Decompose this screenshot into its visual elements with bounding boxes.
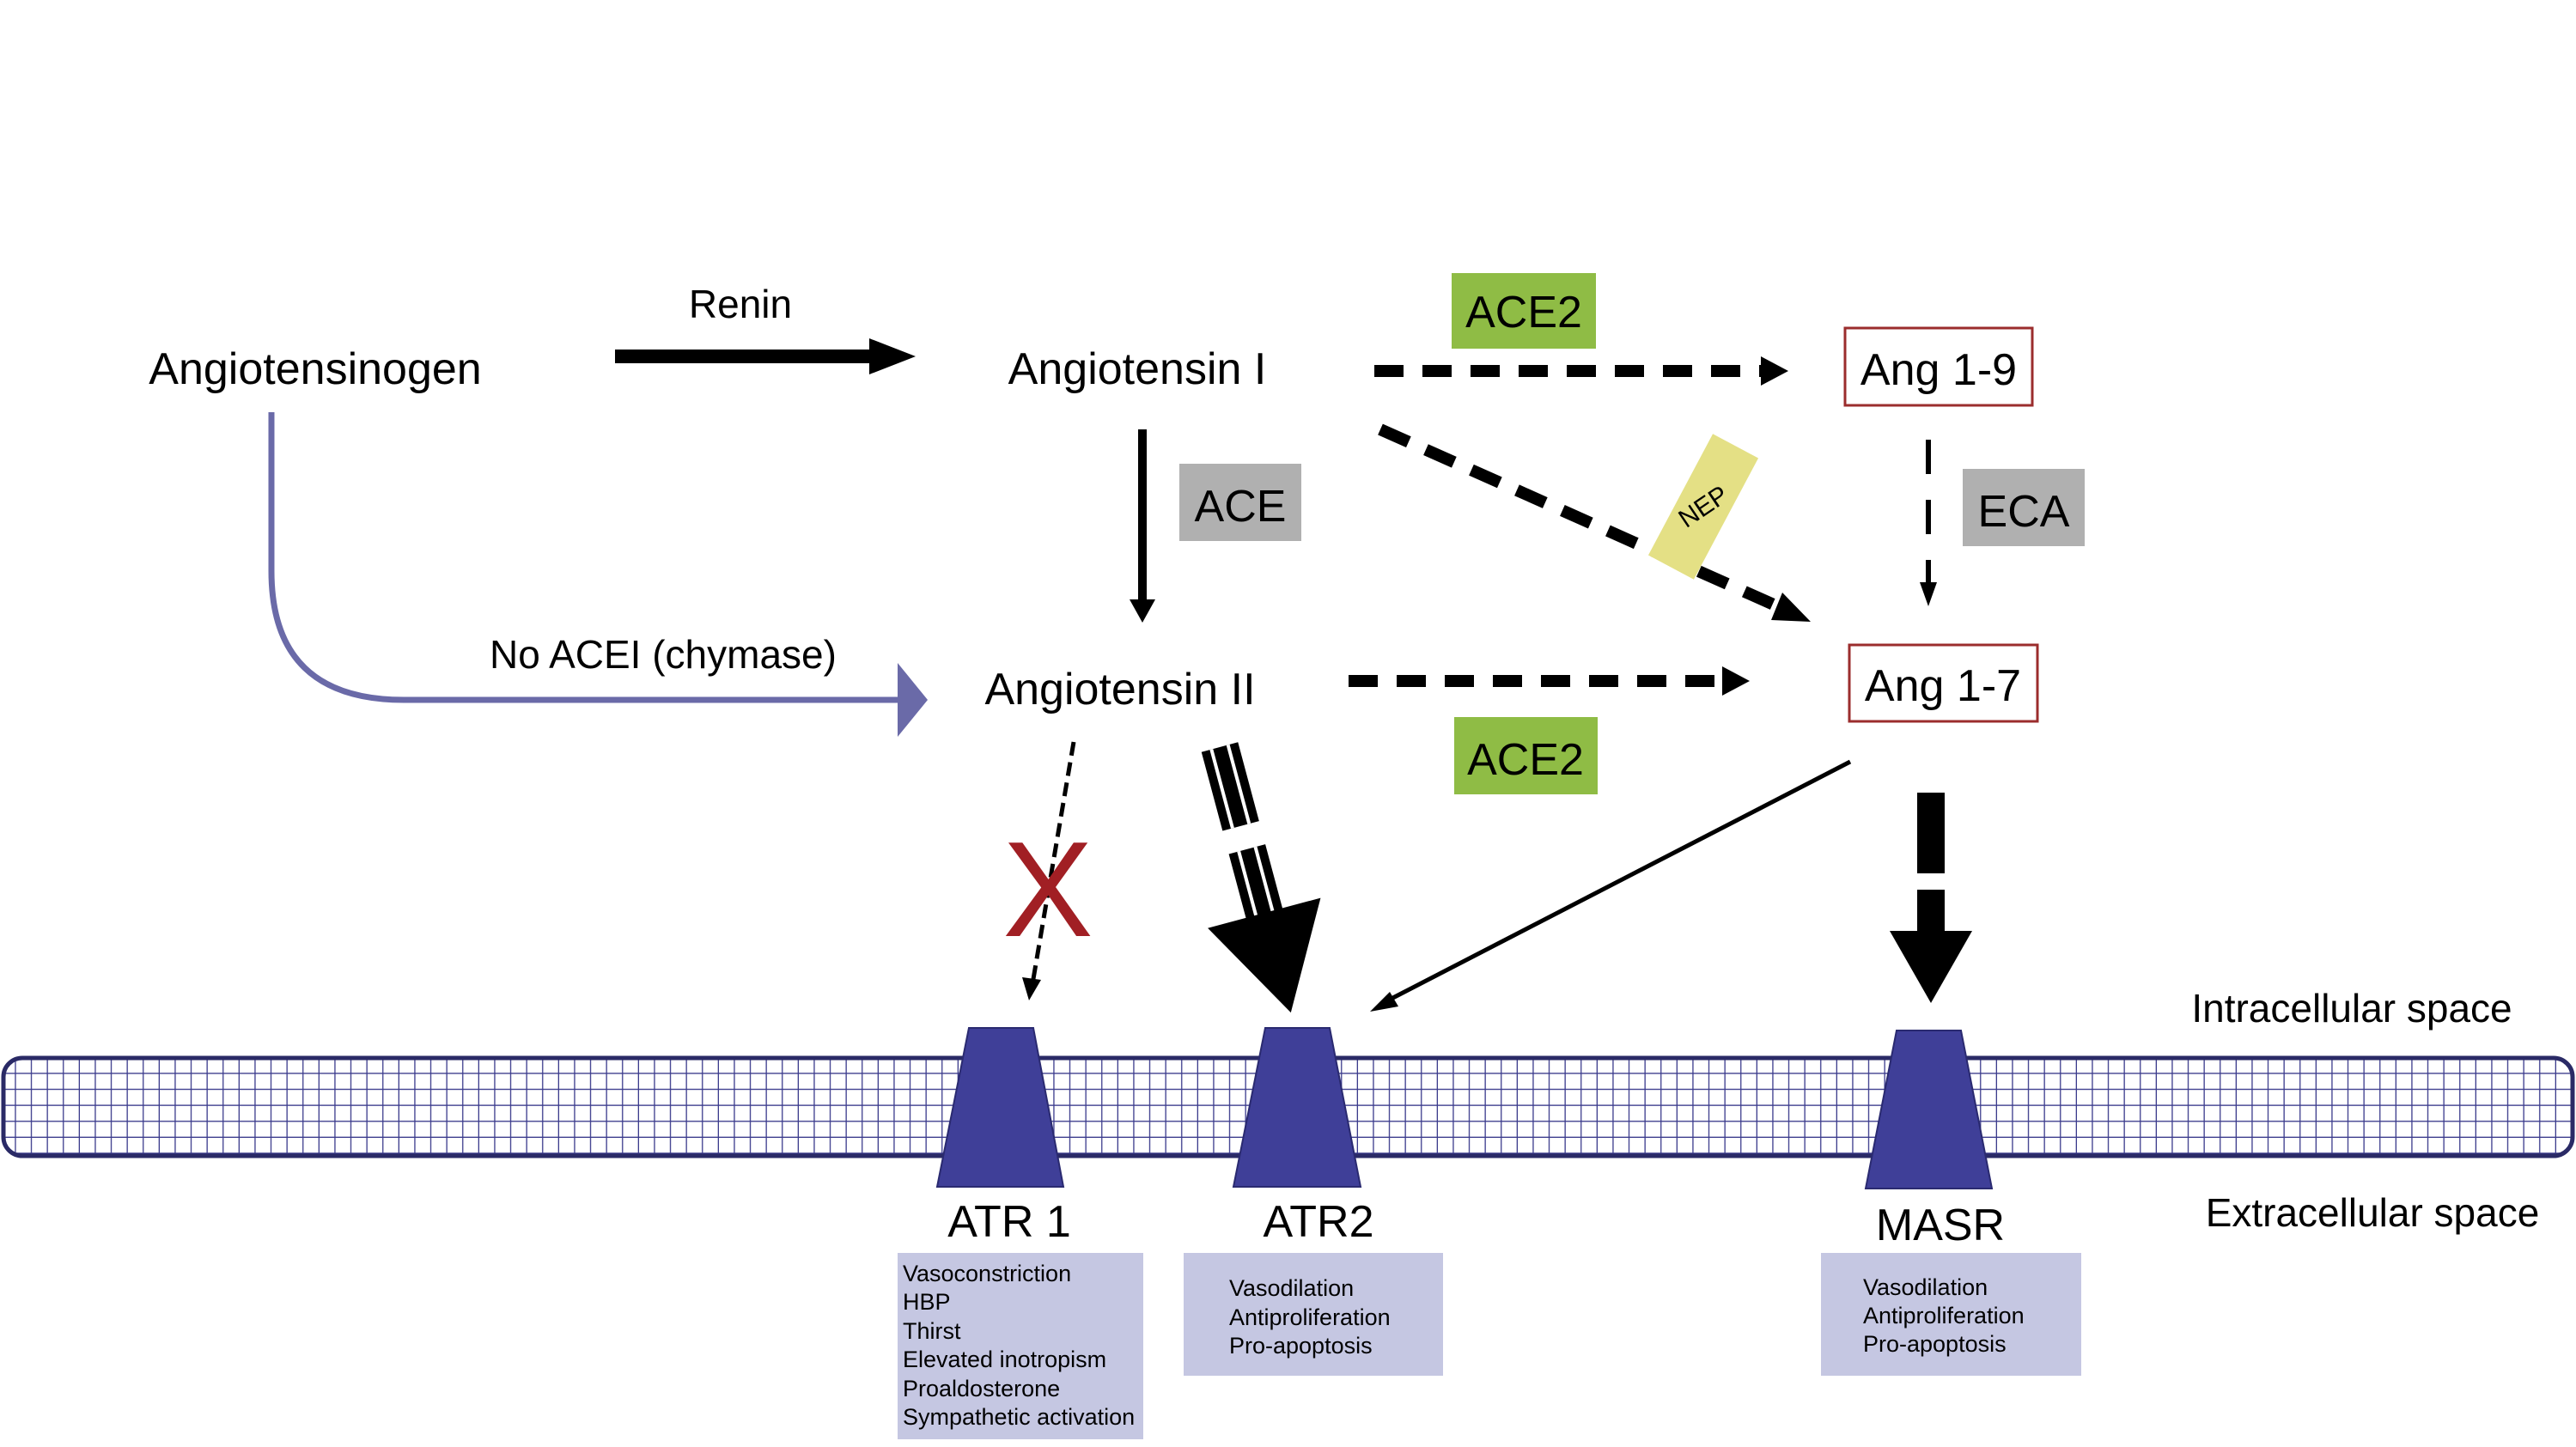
effect-item: Pro-apoptosis [1863,1331,2007,1357]
effect-item: HBP [903,1289,951,1315]
arrow-chymase-path [268,412,928,737]
effect-item: Thirst [903,1318,961,1344]
receptor-atr1 [935,1027,1065,1188]
receptor-label-masr: MASR [1876,1201,2005,1250]
effect-item: Vasodilation [1229,1275,1354,1301]
node-angiotensin-i: Angiotensin I [1008,344,1267,394]
arrow-ang1-to-ang1-9-dashed [1374,356,1788,386]
arrow-ang1-7-to-atr2-thin [1370,759,1852,1012]
effect-item: Vasodilation [1863,1274,1988,1300]
arrow-ang2-to-ang1-7-dashed [1349,666,1750,696]
receptor-label-atr2: ATR2 [1263,1197,1373,1247]
svg-text:ACE: ACE [1195,482,1287,532]
enzyme-label-chymase: No ACEI (chymase) [490,632,837,677]
effect-item: Proaldosterone [903,1376,1060,1401]
receptor-atr2 [1232,1027,1362,1188]
node-angiotensinogen: Angiotensinogen [149,344,481,394]
arrow-ang1-7-to-masr-thick [1890,793,1972,1003]
effects-box-masr: Vasodilation Antiproliferation Pro-apopt… [1821,1253,2081,1376]
effect-item: Sympathetic activation [903,1404,1135,1430]
node-angiotensin-ii: Angiotensin II [984,665,1255,714]
enzyme-eca: ECA [1963,469,2085,546]
blocked-x-mark: X [1002,814,1093,965]
arrow-renin [615,338,916,374]
label-intracellular-space: Intracellular space [2191,986,2512,1031]
enzyme-nep: NEP [1647,434,1759,580]
enzyme-ace2-top: ACE2 [1452,273,1596,349]
arrow-eca-ang1-9-to-ang1-7-dashed [1920,440,1937,606]
effect-item: Pro-apoptosis [1229,1333,1373,1359]
arrow-ang2-to-atr2-triple [1201,742,1321,1013]
effect-item: Antiproliferation [1229,1304,1391,1330]
svg-text:ACE2: ACE2 [1467,735,1584,785]
effects-box-atr2: Vasodilation Antiproliferation Pro-apopt… [1184,1253,1443,1376]
node-ang-1-9: Ang 1-9 [1843,326,2034,407]
node-ang-1-7: Ang 1-7 [1848,643,2039,723]
effects-box-atr1: Vasoconstriction HBP Thirst Elevated ino… [898,1253,1143,1439]
enzyme-ace: ACE [1179,464,1301,541]
label-extracellular-space: Extracellular space [2206,1190,2540,1235]
receptor-label-atr1: ATR 1 [947,1197,1071,1247]
svg-text:ECA: ECA [1978,487,2070,537]
arrow-nep-ang1-to-ang1-7-dashed [1378,423,1811,622]
enzyme-ace2-bottom: ACE2 [1454,717,1598,794]
receptor-masr [1864,1030,1994,1189]
svg-text:ACE2: ACE2 [1465,288,1582,337]
effect-item: Elevated inotropism [903,1347,1106,1372]
effect-item: Vasoconstriction [903,1261,1071,1286]
arrow-ang2-to-atr1-blocked-dashed [1022,741,1076,1000]
svg-text:Ang 1-9: Ang 1-9 [1860,345,2017,395]
svg-text:Ang 1-7: Ang 1-7 [1865,661,2021,711]
arrow-ace-ang1-to-ang2 [1130,429,1155,623]
effect-item: Antiproliferation [1863,1303,2025,1328]
enzyme-label-renin: Renin [689,282,792,326]
